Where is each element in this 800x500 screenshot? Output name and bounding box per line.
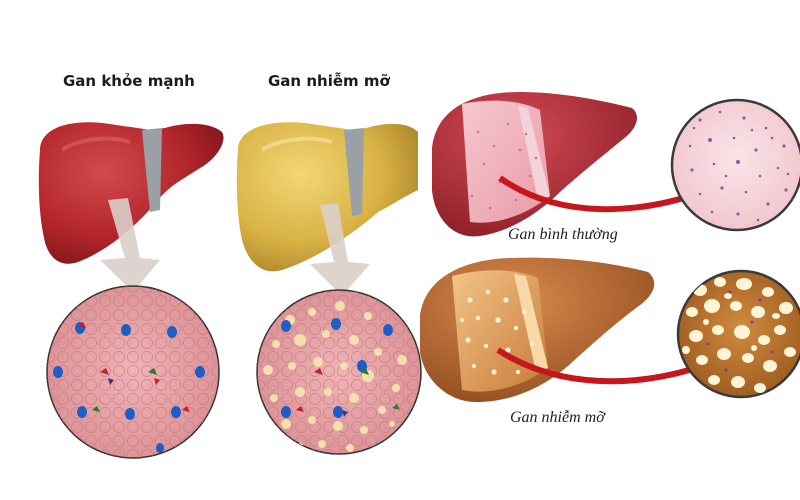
liver-ligament	[142, 128, 162, 212]
down-arrow-healthy	[100, 198, 160, 292]
fatty-liver-ligament	[344, 128, 364, 216]
fatty-liver-cutaway	[420, 257, 724, 402]
normal-micro-view	[670, 98, 800, 232]
normal-liver-caption: Gan bình thường	[508, 226, 618, 243]
down-arrow-fatty	[310, 203, 370, 296]
normal-liver-cutaway	[432, 92, 724, 237]
healthy-tissue-micro-view	[46, 285, 220, 459]
fatty-micro-view	[676, 269, 800, 399]
fatty-liver-illustration	[236, 122, 418, 296]
fatty-liver-caption: Gan nhiễm mỡ	[510, 409, 605, 426]
fatty-zoom-arrow	[496, 347, 709, 385]
healthy-liver-illustration	[38, 122, 224, 292]
fatty-liver-title: Gan nhiễm mỡ	[268, 72, 390, 90]
healthy-liver-title: Gan khỏe mạnh	[63, 72, 195, 90]
fatty-tissue-micro-view	[256, 289, 422, 455]
